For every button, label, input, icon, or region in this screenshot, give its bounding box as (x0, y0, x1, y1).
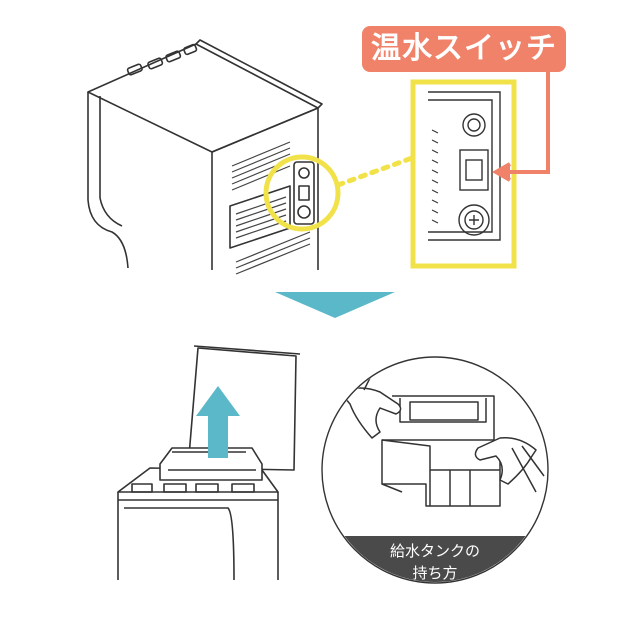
tank-caption-line2: 持ち方 (335, 562, 535, 584)
water-server-rear-illustration (88, 40, 322, 274)
water-server-top-open-illustration (118, 346, 300, 580)
down-arrow-icon (275, 292, 395, 318)
tank-caption: 給水タンクの 持ち方 (335, 540, 535, 584)
callout-connector (338, 158, 412, 185)
hot-water-switch-label: 温水スイッチ (362, 26, 566, 72)
tank-caption-line1: 給水タンクの (335, 540, 535, 562)
